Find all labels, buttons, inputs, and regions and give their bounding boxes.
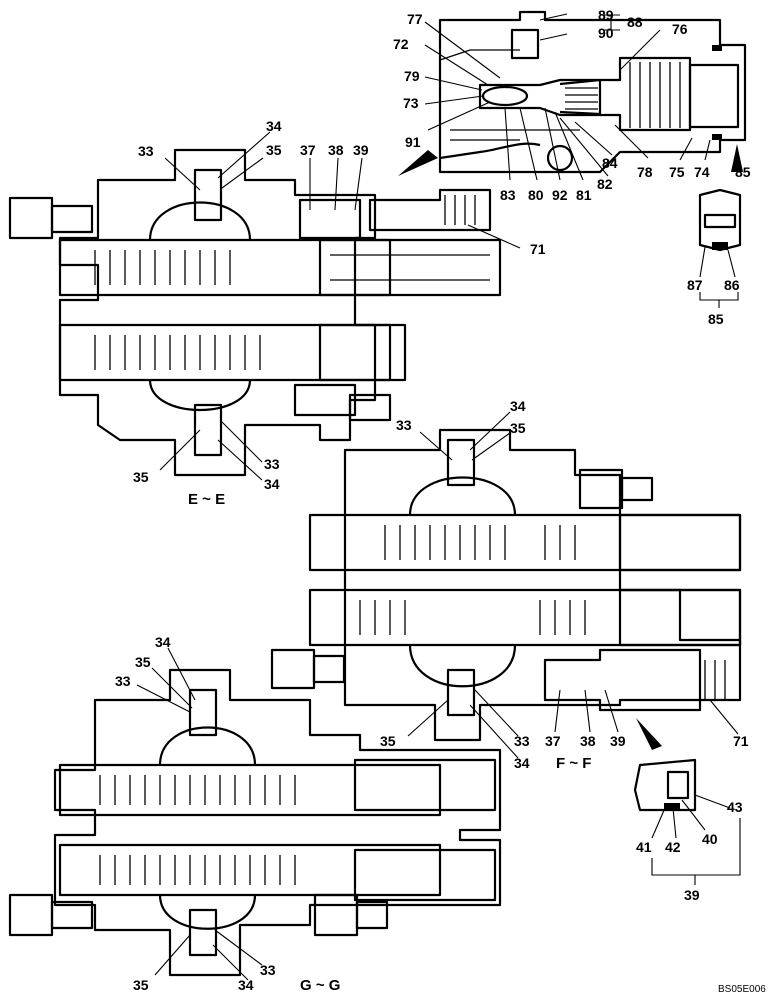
- callout-43: 43: [727, 799, 743, 815]
- callout-33: 33: [264, 456, 280, 472]
- section-label-g: G ~ G: [300, 977, 340, 994]
- callout-77: 77: [407, 11, 423, 27]
- callout-40: 40: [702, 831, 718, 847]
- section-label-f: F ~ F: [556, 755, 591, 772]
- callout-35: 35: [133, 469, 149, 485]
- callout-39: 39: [610, 733, 626, 749]
- callout-labels: 77 89 88 90 76 72 79 73 91 84 82 83 80 9…: [115, 7, 766, 995]
- callout-87: 87: [687, 277, 703, 293]
- section-label-e: E ~ E: [188, 491, 225, 508]
- callout-78: 78: [637, 164, 653, 180]
- callout-37: 37: [300, 142, 316, 158]
- callout-80: 80: [528, 187, 544, 203]
- callout-85: 85: [735, 164, 751, 180]
- callout-82: 82: [597, 176, 613, 192]
- callout-37: 37: [545, 733, 561, 749]
- callout-81: 81: [576, 187, 592, 203]
- section-f-body: [270, 428, 742, 742]
- callout-92: 92: [552, 187, 568, 203]
- callout-34: 34: [514, 755, 530, 771]
- callout-34: 34: [266, 118, 282, 134]
- callout-84: 84: [602, 155, 618, 171]
- callout-33: 33: [514, 733, 530, 749]
- callout-74: 74: [694, 164, 710, 180]
- callout-34: 34: [155, 634, 171, 650]
- plug-detail-39: [633, 758, 697, 812]
- callout-73: 73: [403, 95, 419, 111]
- callout-89: 89: [598, 7, 614, 23]
- relief-valve-detail: [438, 10, 747, 174]
- callout-33: 33: [115, 673, 131, 689]
- callout-35: 35: [380, 733, 396, 749]
- section-pointer-wedge: [636, 718, 662, 750]
- callout-35: 35: [510, 420, 526, 436]
- callout-71: 71: [530, 241, 546, 257]
- callout-33: 33: [260, 962, 276, 978]
- plug-detail: [698, 188, 742, 252]
- callout-85-group: 85: [708, 311, 724, 327]
- callout-34: 34: [238, 977, 254, 993]
- callout-72: 72: [393, 36, 409, 52]
- section-pointer-wedge: [398, 150, 438, 176]
- callout-76: 76: [672, 21, 688, 37]
- callout-42: 42: [665, 839, 681, 855]
- section-pointer-wedge: [731, 144, 743, 172]
- callout-41: 41: [636, 839, 652, 855]
- callout-38: 38: [328, 142, 344, 158]
- callout-33: 33: [396, 417, 412, 433]
- callout-86: 86: [724, 277, 740, 293]
- callout-35: 35: [135, 654, 151, 670]
- callout-39: 39: [684, 887, 700, 903]
- callout-90: 90: [598, 25, 614, 41]
- callout-34: 34: [264, 476, 280, 492]
- callout-33: 33: [138, 143, 154, 159]
- callout-35: 35: [266, 142, 282, 158]
- section-g-body: [8, 668, 502, 977]
- callout-79: 79: [404, 68, 420, 84]
- callout-88: 88: [627, 14, 643, 30]
- callout-35: 35: [133, 977, 149, 993]
- callout-75: 75: [669, 164, 685, 180]
- section-e-body: [8, 148, 502, 477]
- callout-91: 91: [405, 134, 421, 150]
- callout-71: 71: [733, 733, 749, 749]
- callout-39: 39: [353, 142, 369, 158]
- drawing-code: BS05E006: [718, 984, 766, 995]
- callout-34: 34: [510, 398, 526, 414]
- leader-lines: [136, 13, 741, 981]
- callout-38: 38: [580, 733, 596, 749]
- callout-83: 83: [500, 187, 516, 203]
